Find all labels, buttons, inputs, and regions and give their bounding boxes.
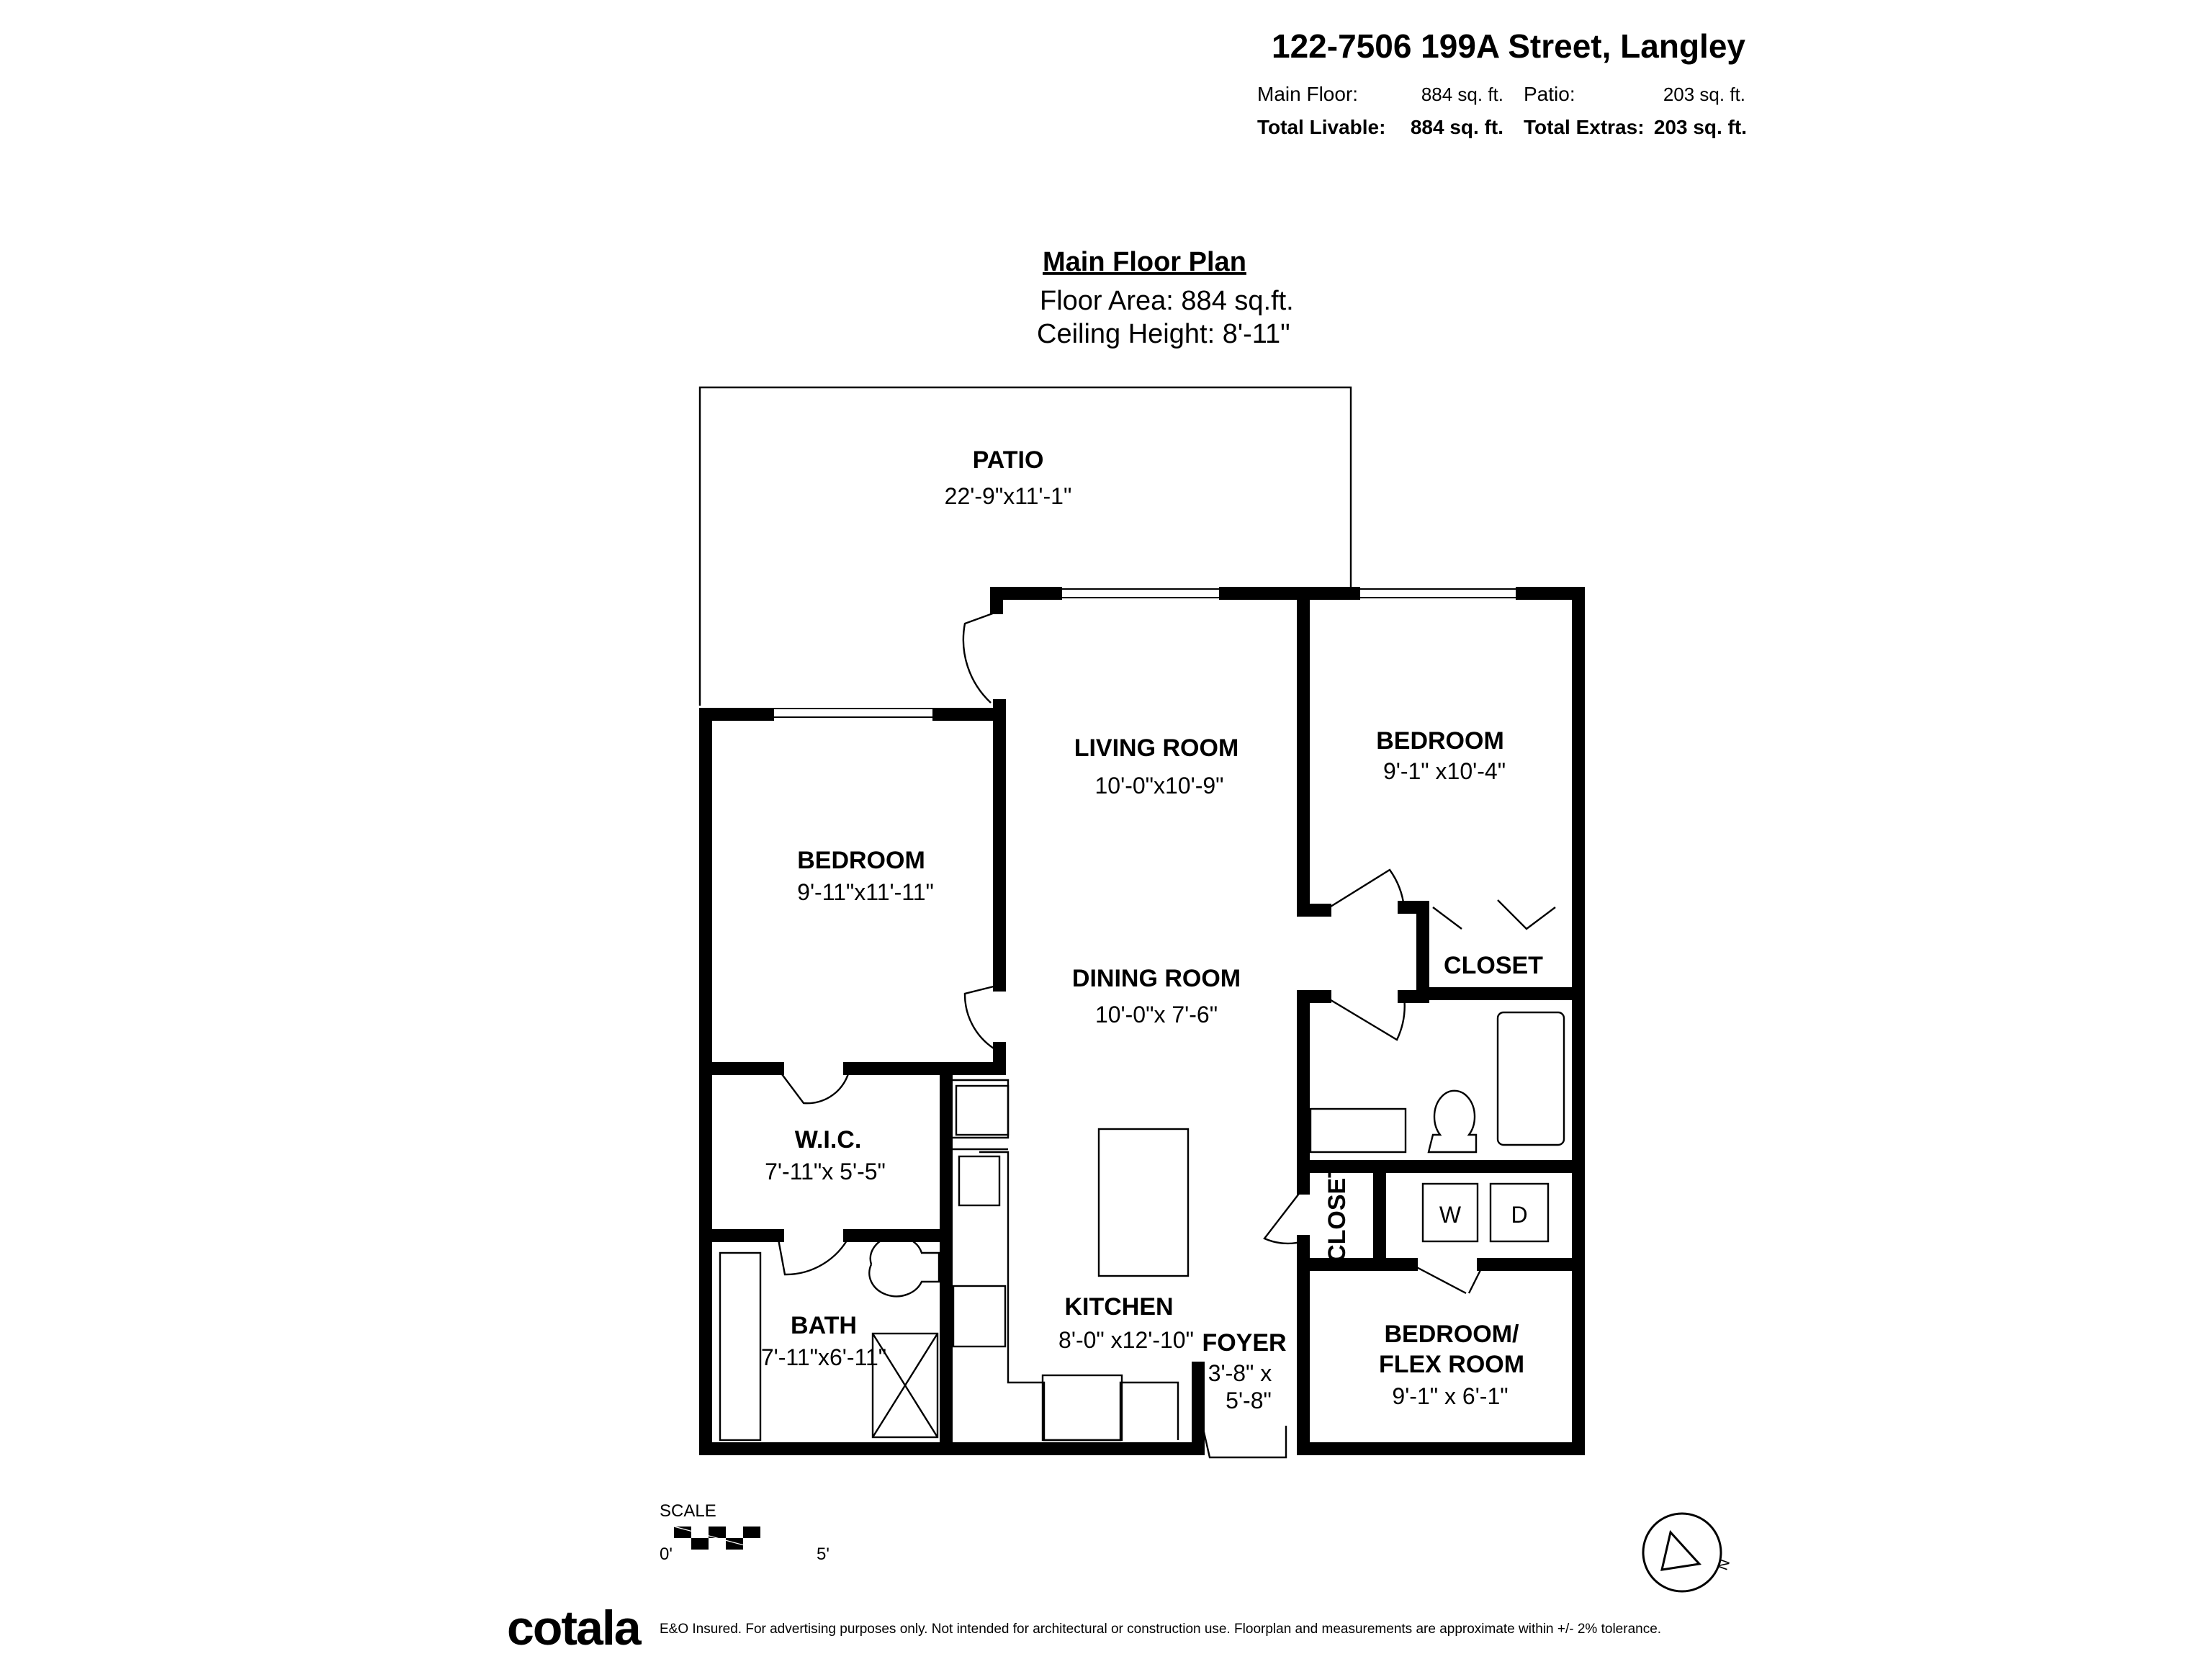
total-livable-value: 884 sq. ft. bbox=[1411, 116, 1503, 138]
floor-area: Floor Area: 884 sq.ft. bbox=[1040, 286, 1294, 316]
bath-dims: 7'-11"x6'-11" bbox=[761, 1344, 886, 1370]
kitchen-name: KITCHEN bbox=[1064, 1293, 1173, 1321]
patio-name: PATIO bbox=[973, 446, 1044, 474]
plan-title: Main Floor Plan bbox=[1043, 247, 1246, 277]
wic-name: W.I.C. bbox=[795, 1126, 862, 1154]
ceiling-height: Ceiling Height: 8'-11" bbox=[1037, 319, 1290, 349]
living-room-dims: 10'-0"x10'-9" bbox=[1094, 773, 1223, 799]
bedroom-left-dims: 9'-11"x11'-11" bbox=[797, 879, 934, 905]
total-extras-label: Total Extras: bbox=[1524, 116, 1645, 138]
patio-outline bbox=[698, 386, 1352, 706]
patio-label: Patio: bbox=[1524, 83, 1575, 105]
living-room-name: LIVING ROOM bbox=[1074, 734, 1239, 762]
flex-room-name-1: BEDROOM/ bbox=[1385, 1321, 1520, 1348]
foyer-dims-2: 5'-8" bbox=[1226, 1388, 1272, 1413]
window bbox=[767, 708, 940, 718]
walls bbox=[699, 587, 1585, 1455]
address-title: 122-7506 199A Street, Langley bbox=[1272, 27, 1745, 65]
kitchen-island bbox=[1097, 1128, 1190, 1277]
total-extras-value: 203 sq. ft. bbox=[1654, 116, 1747, 138]
closet-right-name: CLOSET bbox=[1444, 952, 1543, 979]
scale-bar: SCALE 0' 5' bbox=[660, 1501, 830, 1564]
main-floor-label: Main Floor: bbox=[1257, 83, 1358, 105]
toilet bbox=[868, 1235, 940, 1298]
cotala-logo: cotala bbox=[507, 1601, 642, 1655]
disclaimer: E&O Insured. For advertising purposes on… bbox=[660, 1622, 1661, 1637]
bath-vanity bbox=[719, 1251, 762, 1442]
main-floor-value: 884 sq. ft. bbox=[1421, 84, 1503, 105]
flex-room-dims: 9'-1" x 6'-1" bbox=[1392, 1383, 1508, 1409]
room-labels: PATIO 22'-9"x11'-1" LIVING ROOM 10'-0"x1… bbox=[761, 446, 1543, 1413]
stove bbox=[952, 1285, 1007, 1348]
patio-dims: 22'-9"x11'-1" bbox=[945, 483, 1072, 509]
dining-room-dims: 10'-0"x 7'-6" bbox=[1095, 1002, 1218, 1028]
dryer-label: D bbox=[1511, 1202, 1527, 1228]
fixtures bbox=[719, 1011, 1565, 1442]
bedroom-right-name: BEDROOM bbox=[1376, 727, 1504, 755]
scale-start: 0' bbox=[660, 1545, 673, 1564]
foyer-name: FOYER bbox=[1202, 1329, 1286, 1357]
bedroom-right-dims: 9'-1" x10'-4" bbox=[1383, 758, 1506, 784]
dryer bbox=[1489, 1182, 1550, 1243]
washer-label: W bbox=[1439, 1202, 1462, 1228]
shower bbox=[871, 1332, 939, 1439]
scale-end: 5' bbox=[817, 1545, 830, 1564]
kitchen-dims: 8'-0" x12'-10" bbox=[1058, 1327, 1194, 1353]
header: 122-7506 199A Street, Langley Main Floor… bbox=[1257, 27, 1747, 138]
flex-room-name-2: FLEX ROOM bbox=[1379, 1351, 1524, 1378]
doors bbox=[776, 611, 1556, 1459]
sink bbox=[1041, 1374, 1123, 1442]
foyer-dims-1: 3'-8" x bbox=[1208, 1360, 1272, 1386]
dining-room-name: DINING ROOM bbox=[1072, 965, 1241, 992]
washer bbox=[1421, 1182, 1479, 1243]
scale-label: SCALE bbox=[660, 1501, 716, 1521]
window bbox=[1353, 588, 1523, 598]
closet-hall-name: CLOSET bbox=[1323, 1163, 1351, 1262]
bath-name: BATH bbox=[791, 1312, 857, 1339]
bathtub bbox=[1496, 1011, 1565, 1146]
compass-north: N bbox=[1715, 1557, 1734, 1573]
total-livable-label: Total Livable: bbox=[1257, 116, 1385, 138]
compass-icon: N bbox=[1642, 1512, 1734, 1593]
vanity bbox=[1309, 1107, 1407, 1154]
wic-dims: 7'-11"x 5'-5" bbox=[765, 1159, 886, 1184]
window bbox=[1055, 588, 1226, 598]
bedroom-left-name: BEDROOM bbox=[797, 847, 925, 874]
patio-value: 203 sq. ft. bbox=[1663, 84, 1745, 105]
toilet bbox=[1427, 1089, 1478, 1154]
